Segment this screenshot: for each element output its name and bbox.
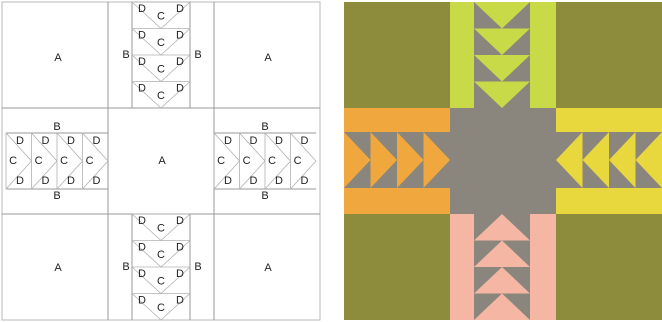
diagram-label-b: B: [261, 190, 268, 202]
diagram-label-c: C: [86, 155, 94, 167]
diagram-label-a: A: [54, 262, 62, 274]
diagram-label-c: C: [157, 10, 165, 22]
diagram-label-d: D: [176, 294, 184, 306]
diagram-label-b: B: [194, 261, 201, 273]
diagram-label-d: D: [301, 135, 309, 147]
diagram-label-d: D: [138, 82, 146, 94]
diagram-label-d: D: [138, 56, 146, 68]
diagram-label-a: A: [264, 52, 272, 64]
diagram-label-d: D: [250, 175, 258, 187]
diagram-label-a: A: [158, 155, 166, 167]
quilt-block: [344, 2, 662, 320]
diagram-label-d: D: [138, 294, 146, 306]
diagram-label-a: A: [264, 262, 272, 274]
diagram-label-d: D: [16, 135, 24, 147]
diagram-label-d: D: [176, 268, 184, 280]
diagram-label-c: C: [294, 155, 302, 167]
diagram-label-c: C: [157, 249, 165, 261]
diagram-label-c: C: [9, 155, 17, 167]
diagram-label-d: D: [16, 175, 24, 187]
diagram-label-d: D: [138, 215, 146, 227]
diagram-label-d: D: [67, 135, 75, 147]
diagram-label-b: B: [194, 49, 201, 61]
diagram-label-d: D: [176, 82, 184, 94]
diagram-label-d: D: [42, 135, 50, 147]
diagram-label-d: D: [176, 241, 184, 253]
diagram-label-d: D: [301, 175, 309, 187]
diagram-label-d: D: [176, 3, 184, 15]
diagram-label-c: C: [157, 302, 165, 314]
diagram-label-b: B: [53, 190, 60, 202]
diagram-label-c: C: [157, 63, 165, 75]
diagram-label-d: D: [67, 175, 75, 187]
diagram-label-d: D: [275, 135, 283, 147]
diagram-label-d: D: [138, 3, 146, 15]
diagram-label-d: D: [275, 175, 283, 187]
diagram-label-c: C: [157, 90, 165, 102]
diagram-label-c: C: [217, 155, 225, 167]
quilt-center-square: [450, 108, 556, 214]
diagram-label-c: C: [243, 155, 251, 167]
diagram-label-d: D: [176, 56, 184, 68]
diagram-label-d: D: [42, 175, 50, 187]
diagram-label-b: B: [122, 49, 129, 61]
diagram-label-d: D: [224, 135, 232, 147]
diagram-label-c: C: [157, 37, 165, 49]
diagram-label-b: B: [261, 121, 268, 133]
diagram-label-d: D: [138, 268, 146, 280]
diagram-label-c: C: [157, 222, 165, 234]
diagram-label-d: D: [138, 241, 146, 253]
diagram-label-d: D: [93, 175, 101, 187]
diagram-label-c: C: [35, 155, 43, 167]
diagram-label-d: D: [224, 175, 232, 187]
diagram-label-c: C: [268, 155, 276, 167]
diagram-label-b: B: [122, 261, 129, 273]
diagram-label-c: C: [60, 155, 68, 167]
diagram-label-a: A: [54, 52, 62, 64]
diagram-label-d: D: [250, 135, 258, 147]
diagram-label-b: B: [53, 121, 60, 133]
diagram-label-d: D: [176, 215, 184, 227]
diagram-label-d: D: [176, 29, 184, 41]
diagram-label-d: D: [138, 29, 146, 41]
diagram-label-c: C: [157, 275, 165, 287]
diagram-label-d: D: [93, 135, 101, 147]
